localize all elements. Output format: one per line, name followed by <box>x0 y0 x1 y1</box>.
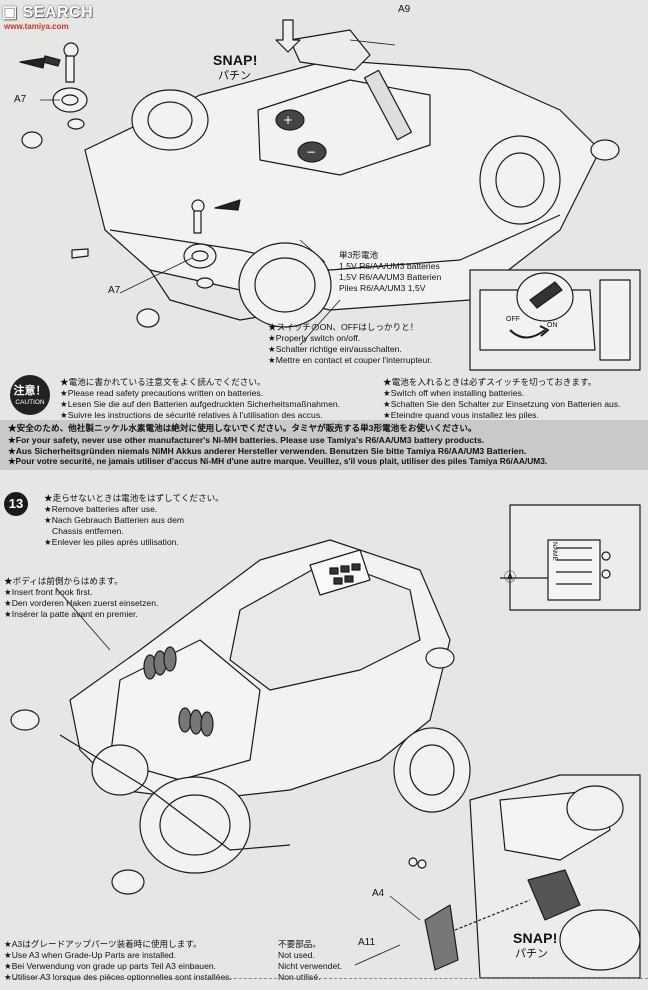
svg-text:−: − <box>306 145 316 159</box>
part-label-a9: A9 <box>398 4 411 15</box>
band-warning-de: ★Aus Sicherheitsgründen niemals NiMH Akk… <box>8 446 527 456</box>
front-hook-de: ★Den vorderen Haken zuerst einsetzen. <box>4 598 159 608</box>
caution-left-fr: ★Suivre les instructions de sécurité rel… <box>60 410 323 420</box>
switch-on-label: ON <box>547 322 558 329</box>
part-label-a11: A11 <box>358 937 376 948</box>
switch-note-de: ★Schalter richtige ein/ausschalten. <box>268 344 402 354</box>
bottom-dashed-divider <box>8 978 648 979</box>
inset-label-a: Ⓐ <box>504 570 517 584</box>
remove-batteries-en: ★Remove batteries after use. <box>44 504 158 514</box>
snap-label-bottom-jp: パチン <box>515 948 548 960</box>
upper-chassis-drawing: + − <box>19 19 620 328</box>
part-label-a7-bottom: A7 <box>108 285 121 296</box>
chassis-name-inset-drawing <box>500 504 641 611</box>
front-hook-jp: ★ボディは前側からはめます。 <box>4 576 123 586</box>
step-number-13: 13 <box>4 492 28 516</box>
caution-badge-en: CAUTION <box>15 399 45 406</box>
grade-up-de: ★Bei Verwendung von grade up parts Teil … <box>4 961 217 971</box>
remove-batteries-de-2: Chassis entfernen. <box>52 526 124 536</box>
caution-right-en: ★Switch off when installing batteries. <box>383 388 525 398</box>
grade-up-en: ★Use A3 when Grade-Up Parts are installe… <box>4 950 177 960</box>
snap-label-top: SNAP! <box>213 52 258 68</box>
caution-left-jp: ★電池に書かれている注意文をよく読んでください。 <box>60 377 266 387</box>
grade-up-fr: ★Utiliser A3 lorsque des pièces optionne… <box>4 972 232 982</box>
battery-spec-jp: 単3形電池 <box>339 250 379 260</box>
remove-batteries-jp: ★走らせないときは電池をはずしてください。 <box>44 493 224 503</box>
grade-up-jp: ★A3はグレードアップパーツ装着時に使用します。 <box>4 939 202 949</box>
caution-left-en: ★Please read safety precautions written … <box>60 388 264 398</box>
snap-label-top-jp: パチン <box>218 70 251 82</box>
svg-text:+: + <box>283 113 293 127</box>
caution-badge-jp: 注意！ <box>13 385 47 397</box>
band-warning-jp: ★安全のため、他社製ニッケル水素電池は絶対に使用しないでください。タミヤが販売す… <box>8 423 477 433</box>
remove-batteries-fr: ★Enlever les piles après utilisation. <box>44 537 179 547</box>
chassis-name-label: NAME <box>551 542 558 561</box>
switch-note-en: ★Properly switch on/off. <box>268 333 361 343</box>
not-used-en: Not used. <box>278 950 315 960</box>
watermark-site: www.tamiya.com <box>4 22 69 31</box>
watermark-brand: ▣ SEARCH <box>2 4 94 21</box>
front-hook-en: ★Insert front hook first. <box>4 587 93 597</box>
band-warning-fr: ★Pour votre securité, ne jamais utiliser… <box>8 456 548 466</box>
front-hook-fr: ★Insérer la patte avant en premier. <box>4 609 138 619</box>
lower-car-drawing <box>10 539 471 895</box>
caution-right-de: ★Schalten Sie den Schalter zur Einsetzun… <box>383 399 621 409</box>
caution-right-fr: ★Eteindre quand vous installez les piles… <box>383 410 539 420</box>
not-used-fr: Non utilisé. <box>278 972 321 982</box>
remove-batteries-de: ★Nach Gebrauch Batterien aus dem <box>44 515 185 525</box>
battery-spec-de: 1,5V R6/AA/UM3 Batterien <box>339 272 442 282</box>
switch-note-jp: ★スイッチのON、OFFはしっかりと！ <box>268 322 419 332</box>
part-label-a7-top: A7 <box>14 94 27 105</box>
caution-badge: 注意！ CAUTION <box>10 375 50 415</box>
battery-spec-fr: Piles R6/AA/UM3 1,5V <box>339 283 426 293</box>
rear-clip-inset-drawing <box>408 774 641 979</box>
switch-inset-drawing <box>469 269 641 371</box>
band-warning-en: ★For your safety, never use other manufa… <box>8 435 485 445</box>
battery-warning-band: ★安全のため、他社製ニッケル水素電池は絶対に使用しないでください。タミヤが販売す… <box>0 420 648 470</box>
not-used-jp: 不要部品。 <box>278 939 321 949</box>
battery-spec-en: 1.5V R6/AA/UM3 batteries <box>339 261 440 271</box>
caution-left-de: ★Lesen Sie die auf den Batterien aufgedr… <box>60 399 341 409</box>
not-used-de: Nicht verwendet. <box>278 961 343 971</box>
part-label-a4: A4 <box>372 888 385 899</box>
switch-off-label: OFF <box>506 316 520 323</box>
switch-note-fr: ★Mettre en contact et couper l'interrupt… <box>268 355 433 365</box>
snap-label-bottom: SNAP! <box>513 930 558 946</box>
caution-right-jp: ★電池を入れるときは必ずスイッチを切っておきます。 <box>383 377 597 387</box>
